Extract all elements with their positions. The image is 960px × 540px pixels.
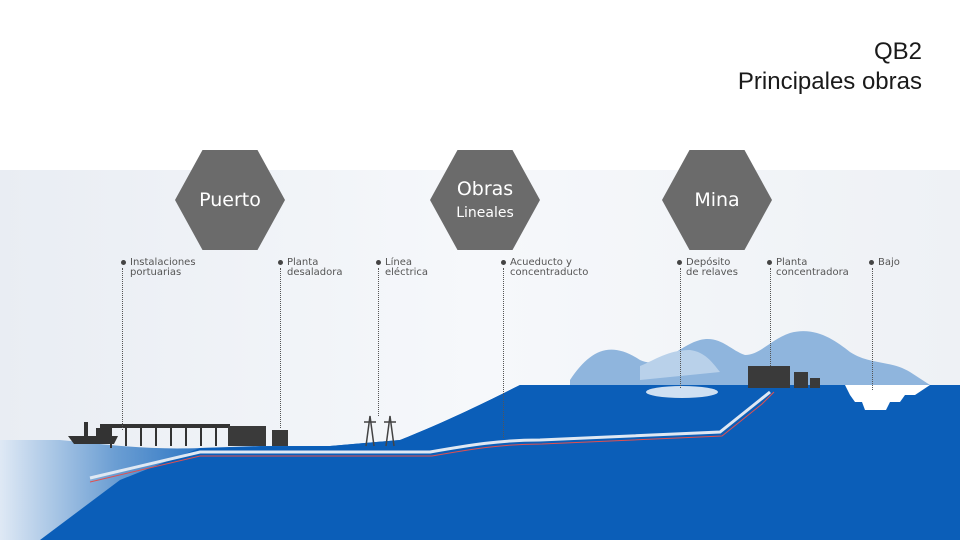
slide-subtitle: Principales obras	[737, 68, 922, 95]
leader-planta-concentradora	[770, 268, 771, 366]
marker-dot	[677, 260, 682, 265]
hex-title: Mina	[694, 189, 740, 211]
leader-linea-electrica	[378, 268, 379, 416]
leader-planta-desaladora	[280, 268, 281, 428]
marker-dot	[767, 260, 772, 265]
pipeline	[89, 390, 771, 480]
leader-acueducto	[503, 268, 504, 438]
hex-title: Obras	[456, 178, 514, 200]
power-towers	[364, 415, 396, 447]
marker-dot	[376, 260, 381, 265]
marker-dot	[869, 260, 874, 265]
port-building	[228, 426, 266, 446]
tailings-pond	[646, 386, 718, 398]
leader-deposito	[680, 268, 681, 388]
label-line1: Planta	[287, 257, 319, 268]
marker-dot	[121, 260, 126, 265]
label-line2: concentraducto	[510, 267, 589, 278]
slide-title-block: QB2 Principales obras	[738, 38, 922, 98]
slide-title: QB2	[873, 38, 922, 65]
marker-dot	[278, 260, 283, 265]
label-line1: Depósito	[686, 257, 731, 268]
label-line2: concentradora	[776, 267, 849, 278]
label-line1: Instalaciones	[130, 257, 196, 268]
leader-bajo	[872, 268, 873, 390]
label-line1: Planta	[776, 257, 808, 268]
hex-title: Puerto	[199, 189, 261, 211]
label-bajo: Bajo	[869, 257, 900, 268]
pier	[100, 424, 230, 428]
label-line2: portuarias	[130, 267, 182, 278]
mine-pit	[845, 385, 930, 410]
label-line2: eléctrica	[385, 267, 429, 278]
label-line1: Línea	[385, 257, 412, 268]
label-line2: de relaves	[686, 267, 738, 278]
desalination-plant	[272, 430, 288, 446]
ship	[68, 436, 118, 444]
label-line1: Acueducto y	[510, 257, 572, 268]
label-line2: desaladora	[287, 267, 343, 278]
marker-dot	[501, 260, 506, 265]
hex-subtitle: Lineales	[456, 205, 514, 221]
concentrator-plant	[748, 366, 790, 388]
leader-instalaciones	[122, 268, 123, 430]
label-line1: Bajo	[878, 257, 900, 268]
